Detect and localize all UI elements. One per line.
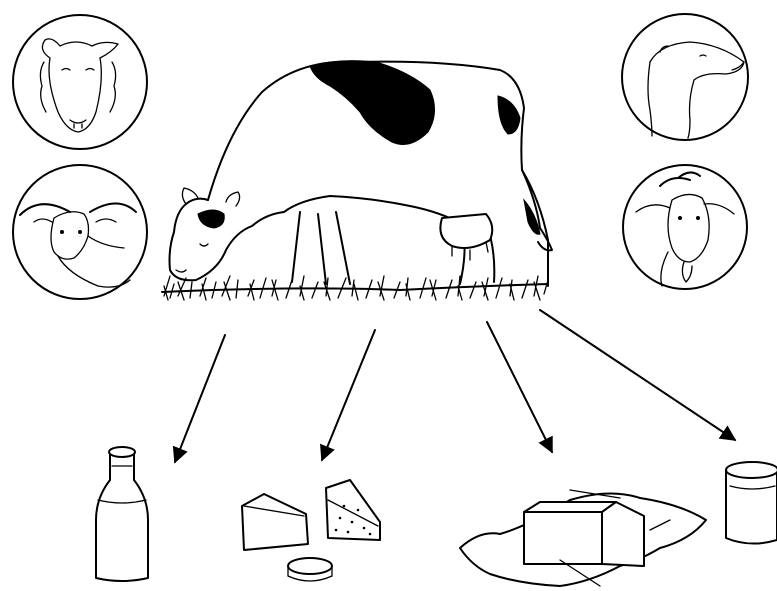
cheese-icon	[242, 480, 380, 581]
yogurt-cup-icon	[726, 462, 777, 544]
arrows	[175, 310, 735, 462]
arrow-to-butter	[487, 322, 552, 452]
arrow-to-cheese	[322, 330, 375, 460]
camel-icon	[648, 42, 744, 138]
cow-illustration	[170, 61, 553, 286]
milk-bottle-icon	[96, 447, 148, 581]
goat-medallion	[623, 165, 747, 289]
goat-icon	[636, 172, 734, 286]
sheep-medallion	[13, 15, 147, 149]
grass	[162, 276, 548, 300]
arrow-to-yogurt	[540, 310, 735, 440]
water-buffalo-icon	[20, 204, 136, 288]
sheep-icon	[40, 39, 118, 132]
water-buffalo-medallion	[13, 165, 147, 299]
camel-medallion	[622, 14, 748, 140]
butter-icon	[460, 490, 706, 586]
arrow-to-milk	[175, 335, 225, 462]
